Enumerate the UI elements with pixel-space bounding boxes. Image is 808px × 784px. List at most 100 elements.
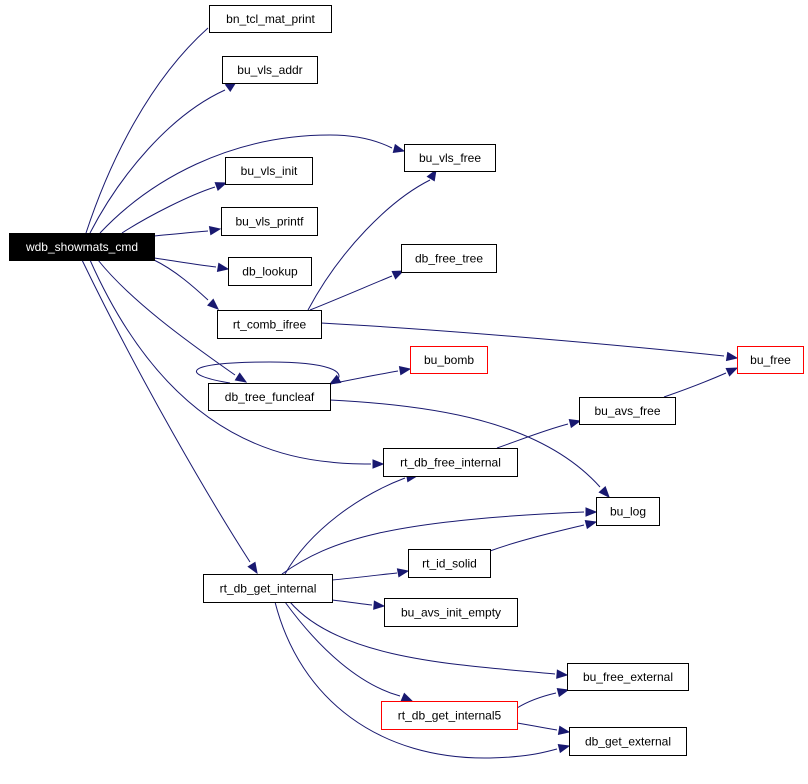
node-bu_free[interactable]: bu_free bbox=[737, 346, 804, 374]
edge-arrowhead bbox=[207, 298, 220, 310]
node-label: bu_bomb bbox=[424, 353, 474, 367]
edge-arrowhead bbox=[557, 725, 571, 735]
node-box bbox=[569, 727, 687, 756]
edge-arrowhead bbox=[391, 270, 405, 280]
node-rt_comb_ifree[interactable]: rt_comb_ifree bbox=[217, 310, 322, 339]
node-box bbox=[221, 207, 318, 236]
edge-line bbox=[153, 230, 209, 237]
edge-rt_db_get_internal-to-rt_id_solid bbox=[331, 568, 410, 581]
edge-rt_db_get_internal-to-rt_db_get_internal5 bbox=[284, 601, 414, 702]
node-db_free_tree[interactable]: db_free_tree bbox=[401, 244, 497, 273]
node-label: db_free_tree bbox=[415, 252, 483, 266]
node-label: bu_vls_init bbox=[241, 164, 298, 178]
edge-rt_id_solid-to-bu_log bbox=[489, 519, 598, 552]
edge-db_tree_funcleaf-to-bu_bomb bbox=[329, 366, 412, 385]
node-bu_avs_free[interactable]: bu_avs_free bbox=[579, 397, 676, 425]
node-box bbox=[9, 233, 155, 261]
edge-rt_db_get_internal5-to-db_get_external bbox=[516, 722, 571, 735]
edge-db_tree_funcleaf-to-bu_log bbox=[329, 399, 610, 499]
node-label: rt_db_get_internal bbox=[220, 582, 317, 596]
edge-line bbox=[329, 399, 601, 488]
node-label: rt_db_free_internal bbox=[400, 456, 501, 470]
edge-line bbox=[331, 572, 398, 581]
edge-rt_db_free_internal-to-bu_avs_free bbox=[496, 418, 582, 449]
node-box bbox=[209, 5, 332, 33]
node-box bbox=[596, 497, 660, 526]
edge-rt_db_get_internal-to-db_get_external bbox=[274, 601, 571, 759]
edge-wdb_showmats_cmd-to-rt_db_free_internal bbox=[89, 259, 385, 469]
edge-arrowhead bbox=[234, 372, 248, 383]
node-label: bu_vls_addr bbox=[237, 63, 302, 77]
edge-line bbox=[99, 134, 393, 234]
edge-line bbox=[309, 275, 393, 311]
edge-rt_db_get_internal5-to-bu_free_external bbox=[516, 687, 570, 709]
node-bu_vls_init[interactable]: bu_vls_init bbox=[225, 157, 313, 185]
node-rt_id_solid[interactable]: rt_id_solid bbox=[408, 549, 491, 578]
edge-arrowhead bbox=[372, 459, 385, 469]
node-box bbox=[410, 346, 488, 374]
node-wdb_showmats_cmd[interactable]: wdb_showmats_cmd bbox=[9, 233, 155, 261]
edge-line bbox=[284, 477, 406, 575]
node-bu_free_external[interactable]: bu_free_external bbox=[567, 663, 689, 691]
edge-rt_comb_ifree-to-bu_free bbox=[320, 322, 739, 362]
edge-line bbox=[85, 27, 209, 234]
edge-rt_db_get_internal-to-bu_free_external bbox=[289, 601, 569, 679]
node-rt_db_get_internal[interactable]: rt_db_get_internal bbox=[203, 574, 333, 603]
node-label: bu_log bbox=[610, 505, 646, 519]
node-bu_vls_printf[interactable]: bu_vls_printf bbox=[221, 207, 318, 236]
edge-arrowhead bbox=[585, 507, 598, 517]
node-rt_db_get_internal5[interactable]: rt_db_get_internal5 bbox=[381, 701, 518, 730]
edge-wdb_showmats_cmd-to-bn_tcl_mat_print bbox=[85, 17, 225, 234]
node-box bbox=[225, 157, 313, 185]
node-rt_db_free_internal[interactable]: rt_db_free_internal bbox=[383, 448, 518, 477]
edge-arrowhead bbox=[247, 561, 258, 575]
edge-line bbox=[153, 259, 209, 301]
node-label: rt_comb_ifree bbox=[233, 318, 307, 332]
edge-arrowhead bbox=[426, 168, 437, 182]
node-bn_tcl_mat_print[interactable]: bn_tcl_mat_print bbox=[209, 5, 332, 33]
edge-line bbox=[196, 361, 340, 384]
node-bu_bomb[interactable]: bu_bomb bbox=[410, 346, 488, 374]
node-label: db_lookup bbox=[242, 265, 298, 279]
edge-wdb_showmats_cmd-to-bu_vls_init bbox=[121, 182, 228, 234]
node-label: bu_free bbox=[750, 353, 791, 367]
edge-line bbox=[281, 511, 585, 575]
node-db_tree_funcleaf[interactable]: db_tree_funcleaf bbox=[208, 383, 331, 411]
edge-rt_db_get_internal-to-rt_db_free_internal bbox=[284, 473, 419, 575]
edge-arrowhead bbox=[568, 418, 582, 429]
node-label: rt_id_solid bbox=[422, 557, 477, 571]
node-box bbox=[737, 346, 804, 374]
node-label: rt_db_get_internal5 bbox=[398, 709, 502, 723]
node-db_get_external[interactable]: db_get_external bbox=[569, 727, 687, 756]
node-box bbox=[203, 574, 333, 603]
edge-wdb_showmats_cmd-to-bu_vls_addr bbox=[89, 81, 238, 234]
edge-arrowhead bbox=[556, 669, 569, 679]
edge-arrowhead bbox=[396, 568, 410, 578]
node-box bbox=[408, 549, 491, 578]
node-box bbox=[222, 56, 318, 84]
edge-arrowhead bbox=[214, 182, 228, 192]
node-db_lookup[interactable]: db_lookup bbox=[228, 257, 312, 286]
edge-line bbox=[663, 372, 727, 398]
edge-line bbox=[89, 259, 372, 465]
edges-layer bbox=[81, 17, 739, 759]
edge-line bbox=[329, 370, 399, 385]
edge-arrowhead bbox=[398, 366, 412, 376]
node-box bbox=[228, 257, 312, 286]
edge-arrowhead bbox=[400, 692, 414, 702]
edge-rt_db_get_internal-to-bu_log bbox=[281, 507, 598, 575]
node-box bbox=[381, 701, 518, 730]
node-label: db_tree_funcleaf bbox=[225, 390, 315, 404]
edge-bu_avs_free-to-bu_free bbox=[663, 367, 739, 398]
node-bu_avs_init_empty[interactable]: bu_avs_init_empty bbox=[384, 598, 518, 627]
node-bu_vls_addr[interactable]: bu_vls_addr bbox=[222, 56, 318, 84]
node-box bbox=[383, 448, 518, 477]
edge-arrowhead bbox=[373, 600, 386, 610]
node-label: bu_avs_free bbox=[594, 404, 660, 418]
node-bu_vls_free[interactable]: bu_vls_free bbox=[404, 144, 496, 172]
node-label: db_get_external bbox=[585, 735, 671, 749]
edge-wdb_showmats_cmd-to-bu_vls_printf bbox=[153, 226, 222, 237]
node-bu_log[interactable]: bu_log bbox=[596, 497, 660, 526]
edge-rt_comb_ifree-to-bu_vls_free bbox=[307, 168, 437, 311]
edge-db_tree_funcleaf-to-db_tree_funcleaf bbox=[196, 361, 342, 385]
